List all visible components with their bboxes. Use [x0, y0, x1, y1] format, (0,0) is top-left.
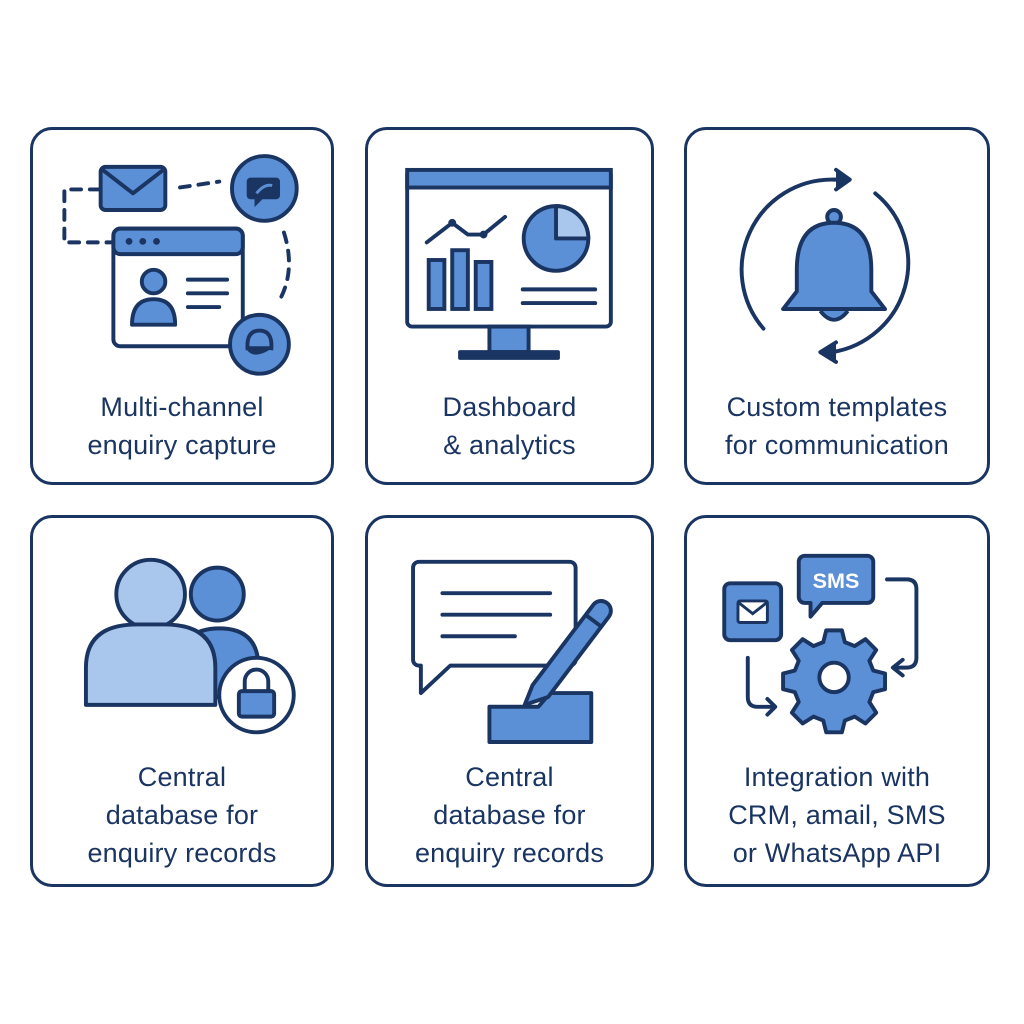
- feature-label-line: CRM, amail, SMS: [728, 800, 946, 830]
- feature-label-line: & analytics: [443, 430, 576, 460]
- feature-label-line: or WhatsApp API: [732, 838, 942, 868]
- support-chat-icon: [228, 312, 291, 376]
- feature-label: Dashboard & analytics: [376, 388, 643, 464]
- folder-icon: [487, 691, 594, 744]
- sms-bubble-icon: SMS: [796, 553, 876, 619]
- users-lock-illustration: [83, 557, 296, 735]
- line-chart-icon: [424, 214, 508, 245]
- lock-icon: [217, 655, 296, 735]
- envelope-icon: [98, 164, 168, 212]
- feature-card-database-records: Central database for enquiry records: [365, 515, 654, 887]
- sms-label: SMS: [813, 568, 860, 593]
- records-illustration: [411, 559, 613, 744]
- pie-chart-icon: [521, 204, 591, 273]
- feature-label: Central database for enquiry records: [376, 758, 643, 872]
- feature-card-database-users: Central database for enquiry records: [30, 515, 334, 887]
- feature-label-line: database for: [105, 800, 259, 830]
- message-icon: [411, 559, 578, 696]
- feature-label-line: Multi-channel: [100, 392, 264, 422]
- feature-label: Multi-channel enquiry capture: [41, 388, 323, 464]
- envelope-icon: [722, 581, 784, 643]
- pencil-icon: [522, 599, 613, 707]
- feature-label-line: database for: [433, 800, 586, 830]
- feature-label-line: enquiry capture: [87, 430, 277, 460]
- user-profile-icon: [130, 267, 178, 327]
- feature-label-line: Integration with: [743, 762, 931, 792]
- feature-card-integration: SMS Integration with CRM, amail, SMS or …: [684, 515, 990, 887]
- integration-illustration: SMS: [722, 553, 919, 735]
- feature-label-line: Custom templates: [726, 392, 948, 422]
- users-icon: [83, 557, 261, 707]
- bell-icon: [781, 208, 887, 322]
- feature-label-line: for communication: [725, 430, 949, 460]
- bar-chart-icon: [426, 248, 494, 311]
- dashboard-illustration: [405, 167, 613, 360]
- templates-illustration: [739, 167, 911, 364]
- feature-card-templates: Custom templates for communication: [684, 127, 990, 485]
- feature-label: Integration with CRM, amail, SMS or What…: [695, 758, 979, 872]
- arrows-icon: [745, 577, 919, 717]
- feature-label-line: Dashboard: [442, 392, 577, 422]
- feature-label: Custom templates for communication: [695, 388, 979, 464]
- cycle-arrows-icon: [739, 167, 911, 364]
- feature-card-multichannel: Multi-channel enquiry capture: [30, 127, 334, 485]
- feature-label-line: enquiry records: [414, 838, 605, 868]
- gear-icon: [781, 628, 887, 735]
- feature-card-dashboard: Dashboard & analytics: [365, 127, 654, 485]
- feature-label-line: Central: [465, 762, 554, 792]
- feature-label: Central database for enquiry records: [41, 758, 323, 872]
- browser-window-icon: [111, 226, 245, 349]
- feature-label-line: enquiry records: [87, 838, 277, 868]
- feature-label-line: Central: [137, 762, 227, 792]
- multichannel-illustration: [62, 154, 299, 376]
- chat-bubble-icon: [230, 154, 299, 223]
